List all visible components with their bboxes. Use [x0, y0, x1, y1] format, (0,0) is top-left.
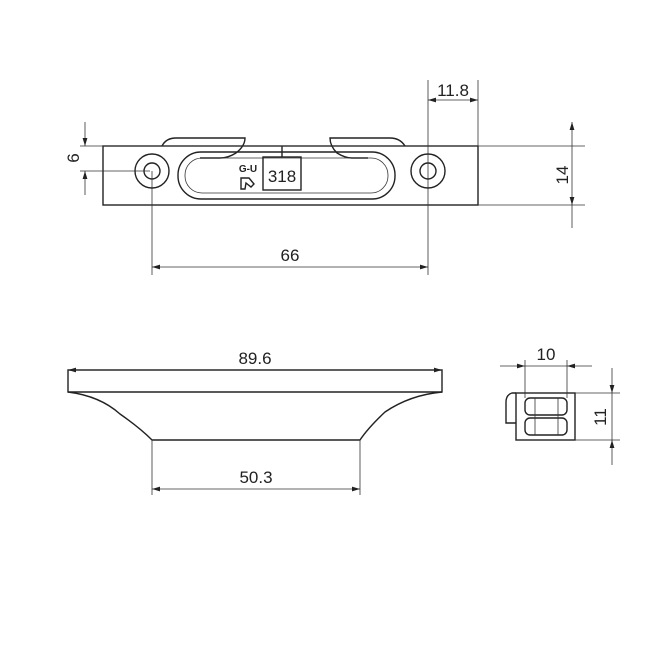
- left-tab: [161, 137, 246, 159]
- dim-10: 10: [537, 345, 556, 364]
- dim-14: 14: [553, 166, 572, 185]
- dim-6: 6: [64, 153, 83, 162]
- slot-outer: [177, 151, 396, 200]
- dim-89-6: 89.6: [238, 349, 271, 368]
- dim-11: 11: [591, 408, 610, 426]
- right-tab: [329, 137, 406, 159]
- slot-inner: [184, 157, 389, 194]
- dim-11-8: 11.8: [437, 81, 469, 100]
- part-number-box: [262, 156, 302, 191]
- arrow-logo-icon: [240, 177, 255, 190]
- side-outline: [515, 392, 576, 441]
- front-view: 89.6 50.3: [67, 349, 443, 495]
- side-view: 10 11: [500, 345, 620, 465]
- brand-logo: G-U: [239, 164, 257, 175]
- top-view: 318 G-U 66 11.8 6 14: [64, 80, 585, 275]
- dim-66: 66: [281, 246, 300, 265]
- front-profile: [67, 369, 443, 441]
- part-number-label: 318: [268, 167, 296, 186]
- dim-50-3: 50.3: [239, 468, 272, 487]
